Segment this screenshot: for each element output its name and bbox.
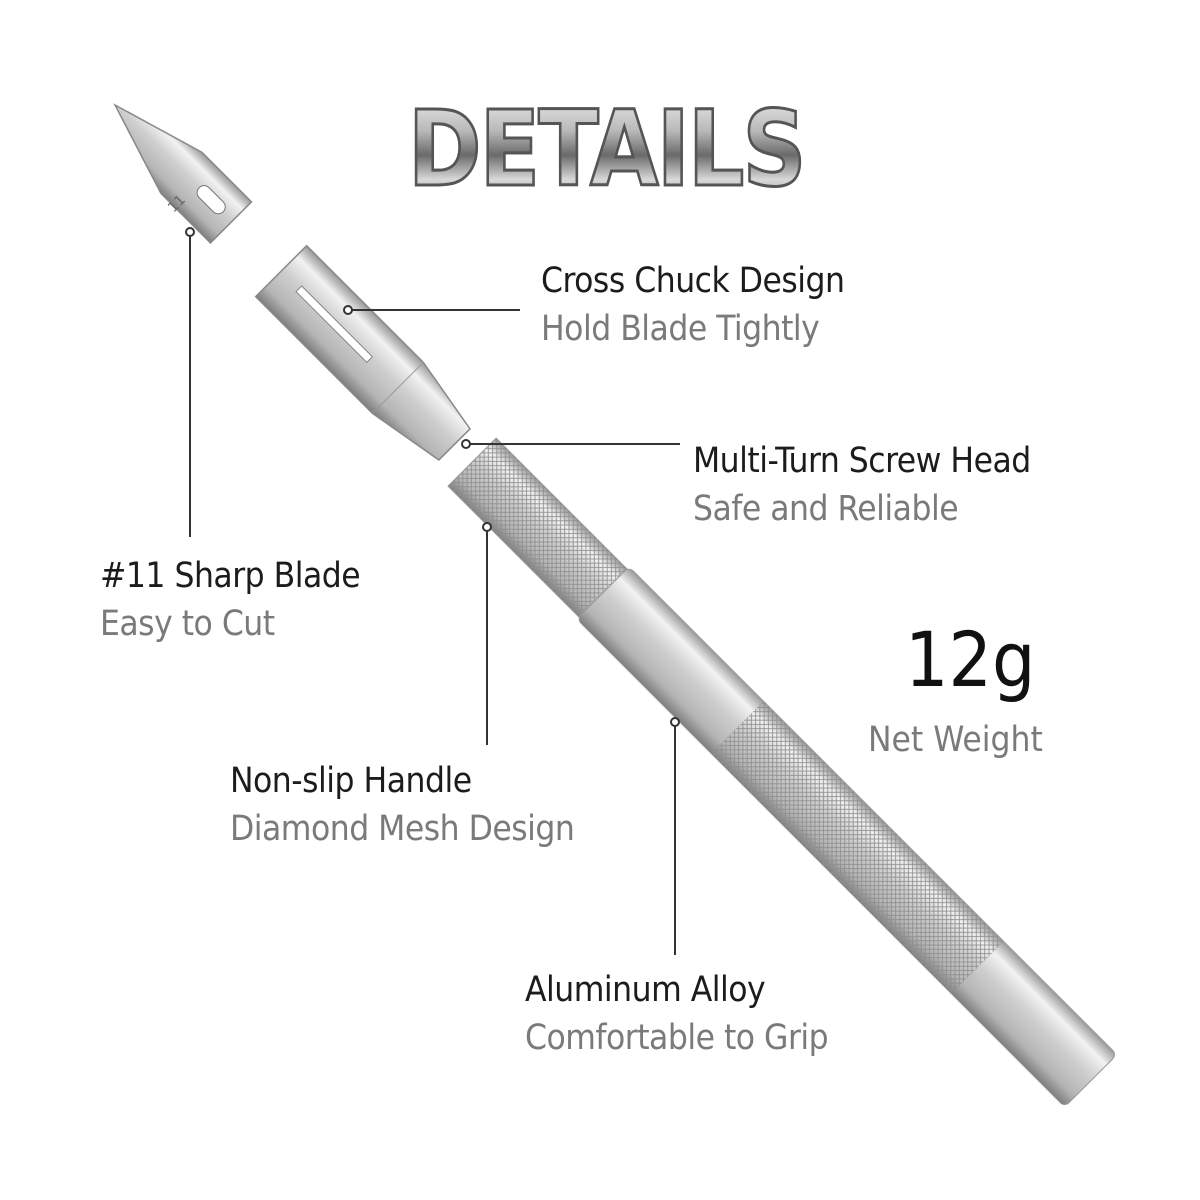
callout-title: Multi-Turn Screw Head xyxy=(693,441,1031,481)
callout-subtitle: Hold Blade Tightly xyxy=(541,309,820,350)
callout-title: Cross Chuck Design xyxy=(541,261,845,301)
knurled-screw-head xyxy=(447,437,628,618)
callout-subtitle: Comfortable to Grip xyxy=(525,1018,829,1059)
blade xyxy=(113,103,253,244)
callout-subtitle: Diamond Mesh Design xyxy=(230,809,575,850)
callout-title: Non-slip Handle xyxy=(230,761,472,801)
callout-screw-head: Multi-Turn Screw Head Safe and Reliable xyxy=(693,437,1031,534)
cross-chuck xyxy=(254,244,471,461)
page-title: DETAILS xyxy=(407,87,808,212)
net-weight-label: Net Weight xyxy=(868,720,1043,760)
callout-sharp-blade: #11 Sharp Blade Easy to Cut xyxy=(100,552,361,649)
callout-title: Aluminum Alloy xyxy=(525,970,766,1010)
callout-title: #11 Sharp Blade xyxy=(100,556,361,596)
callout-aluminum-alloy: Aluminum Alloy Comfortable to Grip xyxy=(525,966,829,1063)
net-weight-value: 12g xyxy=(905,615,1036,704)
aluminum-handle xyxy=(578,568,1115,1105)
callout-subtitle: Easy to Cut xyxy=(100,604,275,645)
callout-cross-chuck: Cross Chuck Design Hold Blade Tightly xyxy=(541,257,845,354)
leader-lines xyxy=(185,227,680,955)
callout-non-slip-handle: Non-slip Handle Diamond Mesh Design xyxy=(230,757,575,854)
callout-subtitle: Safe and Reliable xyxy=(693,489,959,530)
